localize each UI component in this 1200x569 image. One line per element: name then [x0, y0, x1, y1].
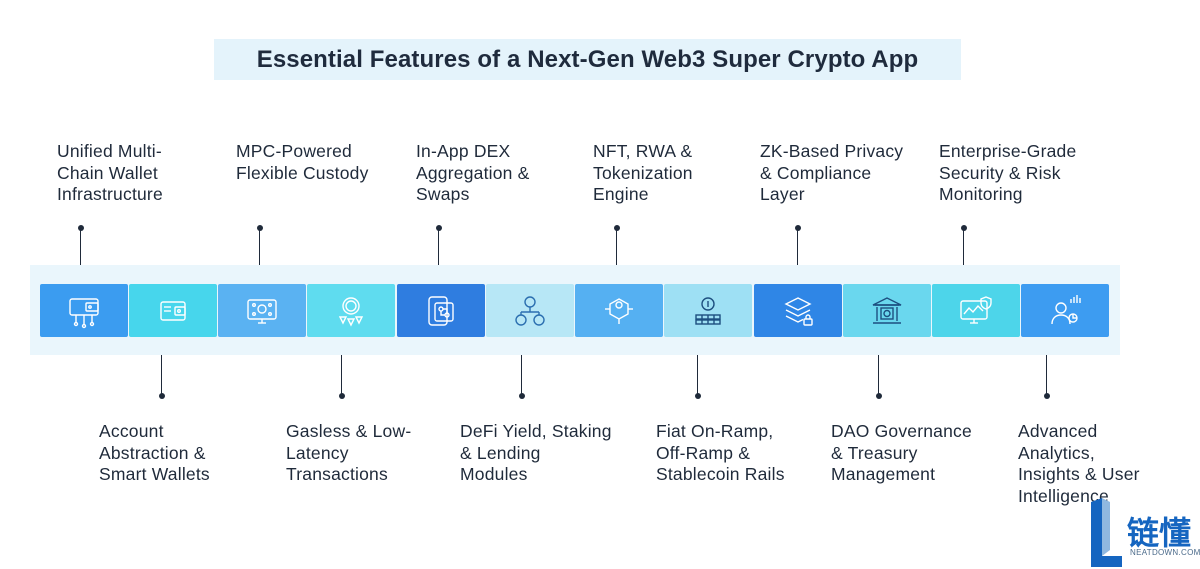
privacy-layers-icon: [784, 296, 813, 326]
feature-tile-12: [1021, 284, 1109, 337]
feature-label-1: Unified Multi- Chain Wallet Infrastructu…: [57, 141, 163, 204]
neatdown-logo: [1091, 498, 1122, 567]
feature-tile-7: [575, 284, 663, 337]
feature-label-6: DeFi Yield, Staking & Lending Modules: [460, 421, 612, 484]
custody-monitor-icon: [247, 298, 277, 324]
feature-tile-4: [307, 284, 395, 337]
connector-11: [960, 225, 967, 265]
page-title: Essential Features of a Next-Gen Web3 Su…: [256, 45, 919, 73]
connector-3: [256, 225, 263, 265]
connector-5: [435, 225, 442, 265]
fiat-ramp-icon: [695, 296, 721, 325]
connector-8: [694, 355, 701, 399]
connector-2: [158, 355, 165, 399]
feature-tile-5: [397, 284, 485, 337]
feature-tile-6: [486, 284, 574, 337]
wallet-network-icon: [69, 297, 99, 328]
connector-4: [338, 355, 345, 399]
connector-7: [613, 225, 620, 265]
connector-9: [794, 225, 801, 265]
connector-1: [77, 225, 84, 265]
connector-6: [518, 355, 525, 399]
feature-label-11: Enterprise-Grade Security & Risk Monitor…: [939, 141, 1077, 204]
dex-swap-icon: [428, 295, 454, 326]
feature-label-7: NFT, RWA & Tokenization Engine: [593, 141, 693, 204]
feature-label-2: Account Abstraction & Smart Wallets: [99, 421, 210, 484]
feature-tile-2: [129, 284, 217, 337]
feature-tile-9: [754, 284, 842, 337]
feature-label-9: ZK-Based Privacy & Compliance Layer: [760, 141, 904, 204]
logo-subtext: NEATDOWN.COM: [1130, 548, 1200, 557]
defi-network-icon: [515, 295, 545, 326]
gasless-coin-icon: [338, 296, 364, 327]
feature-tile-1: [40, 284, 128, 337]
security-monitor-icon: [960, 295, 992, 324]
feature-label-8: Fiat On-Ramp, Off-Ramp & Stablecoin Rail…: [656, 421, 785, 484]
feature-tile-10: [843, 284, 931, 337]
feature-tile-11: [932, 284, 1020, 337]
feature-label-3: MPC-Powered Flexible Custody: [236, 141, 369, 183]
feature-label-4: Gasless & Low- Latency Transactions: [286, 421, 412, 484]
feature-tile-3: [218, 284, 306, 337]
connector-12: [1043, 355, 1050, 399]
feature-label-10: DAO Governance & Treasury Management: [831, 421, 972, 484]
smart-wallet-icon: [160, 300, 186, 321]
feature-label-12: Advanced Analytics, Insights & User Inte…: [1018, 421, 1140, 506]
treasury-bank-icon: [872, 296, 902, 324]
analytics-user-icon: [1051, 294, 1081, 324]
connector-10: [875, 355, 882, 399]
feature-tile-8: [664, 284, 752, 337]
feature-label-5: In-App DEX Aggregation & Swaps: [416, 141, 530, 204]
logo-text: 链懂: [1127, 514, 1192, 552]
nft-token-icon: [605, 297, 633, 324]
title-banner: Essential Features of a Next-Gen Web3 Su…: [214, 39, 961, 80]
